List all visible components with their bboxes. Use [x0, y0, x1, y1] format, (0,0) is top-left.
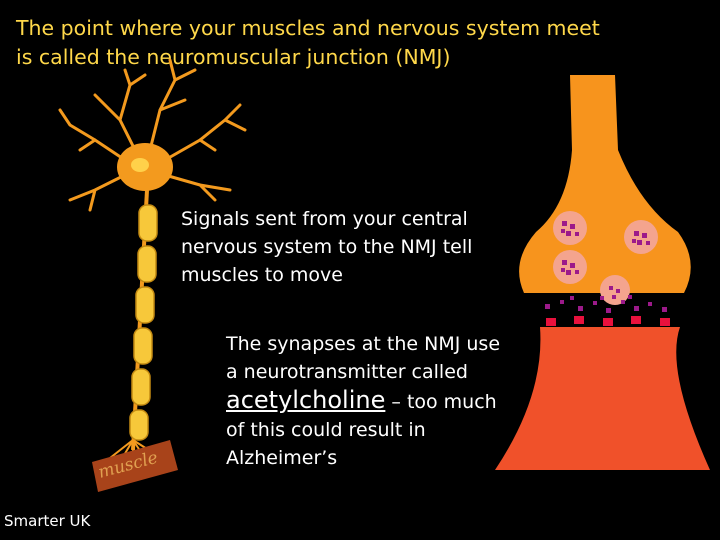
- brand-logo: Smarter UK: [4, 512, 91, 530]
- acetylcholine-molecules: [545, 295, 667, 313]
- postsynaptic-muscle-cell: [495, 327, 710, 470]
- axon: [109, 189, 159, 463]
- receptors: [546, 316, 670, 326]
- presynaptic-terminal: [519, 75, 691, 293]
- acetylcholine-term: acetylcholine: [226, 386, 386, 414]
- synapse-text: The synapses at the NMJ use a neurotrans…: [226, 330, 506, 472]
- neuron-nucleus: [131, 158, 149, 172]
- muscle-block: [92, 440, 178, 492]
- synapse-text-before: The synapses at the NMJ use a neurotrans…: [226, 333, 501, 383]
- slide-title: The point where your muscles and nervous…: [16, 16, 600, 69]
- vesicles: [553, 211, 658, 305]
- signals-text: Signals sent from your central nervous s…: [181, 208, 473, 286]
- neuron-cell-body: [58, 58, 247, 212]
- synapse-text-after: – too much of this could result in Alzhe…: [226, 391, 497, 469]
